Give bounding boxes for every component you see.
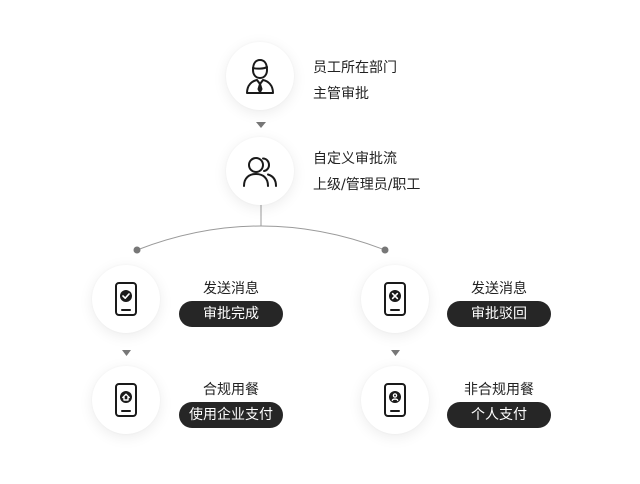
left-step2-title: 合规用餐 — [203, 382, 259, 398]
branch-right-dot — [381, 246, 389, 254]
left-step2-node — [92, 366, 160, 434]
branch-left-dot — [133, 246, 141, 254]
middle-node-line1: 自定义审批流 — [313, 151, 397, 167]
phone-check-icon — [114, 281, 138, 317]
right-step1-badge: 审批驳回 — [447, 301, 551, 327]
left-step1-title: 发送消息 — [203, 281, 259, 297]
middle-node-line2: 上级/管理员/职工 — [313, 177, 421, 193]
left-step1-badge: 审批完成 — [179, 301, 283, 327]
middle-node — [226, 137, 294, 205]
arrow-left-step — [122, 350, 131, 356]
arrow-top-to-middle — [256, 122, 266, 128]
manager-person-icon — [242, 56, 278, 96]
top-node — [226, 42, 294, 110]
left-step1-node — [92, 265, 160, 333]
right-step1-node — [361, 265, 429, 333]
top-node-line2: 主管审批 — [313, 86, 369, 102]
arrow-right-step — [391, 350, 400, 356]
group-people-icon — [242, 154, 278, 188]
right-step1-title: 发送消息 — [471, 281, 527, 297]
phone-company-pay-icon — [114, 382, 138, 418]
right-step2-title: 非合规用餐 — [464, 382, 534, 398]
top-node-line1: 员工所在部门 — [313, 60, 397, 76]
phone-personal-pay-icon — [383, 382, 407, 418]
right-step2-node — [361, 366, 429, 434]
branch-curve — [136, 225, 386, 251]
phone-reject-icon — [383, 281, 407, 317]
left-step2-badge: 使用企业支付 — [179, 402, 283, 428]
right-step2-badge: 个人支付 — [447, 402, 551, 428]
